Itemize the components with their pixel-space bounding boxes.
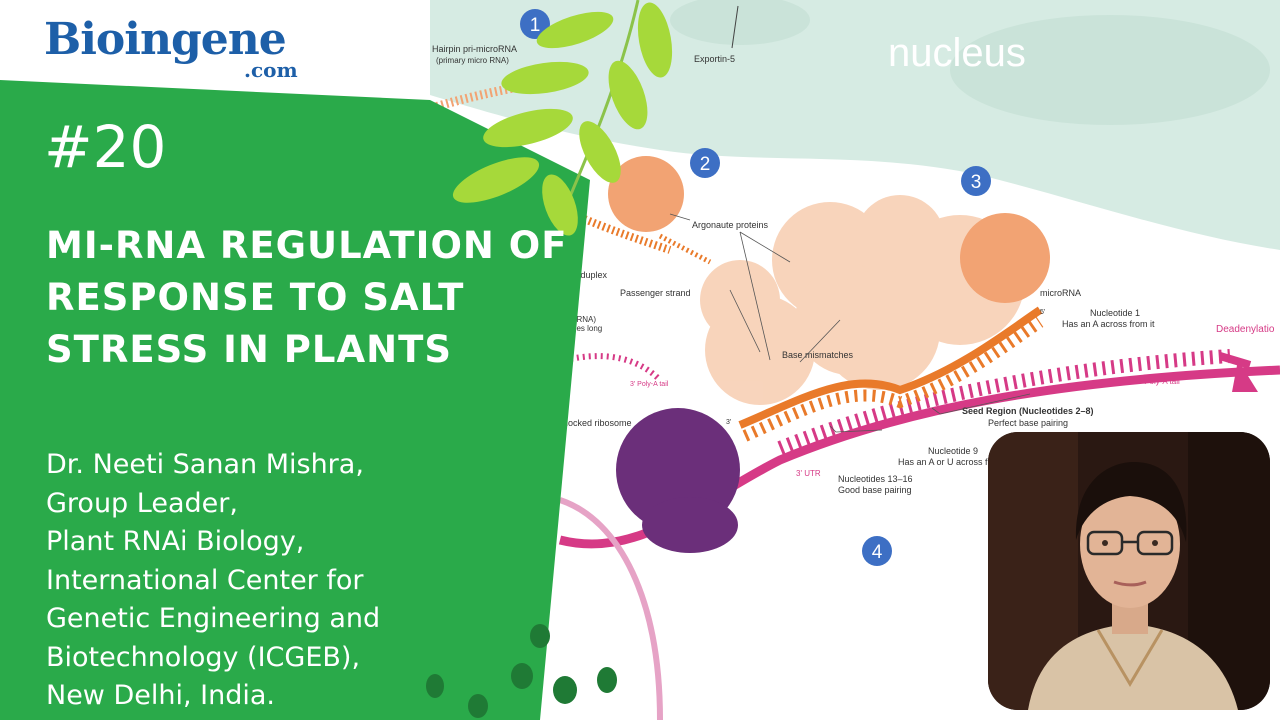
label-passenger: Passenger strand — [620, 288, 691, 298]
label-mirna-frag: tides long — [568, 324, 602, 333]
label-exportin: Exportin-5 — [694, 54, 735, 64]
label-nt9-sub: Has an A or U across fr — [898, 457, 991, 467]
presenter-line: Group Leader, — [46, 487, 238, 519]
label-hairpin-sub: (primary micro RNA) — [436, 56, 509, 65]
label-mirna-frag: miRNA) — [568, 315, 596, 324]
argonaute-cluster — [700, 195, 1025, 405]
nucleus-blob — [670, 0, 810, 45]
label-seed-sub: Perfect base pairing — [988, 418, 1068, 428]
video-title: MI-RNA REGULATION OF RESPONSE TO SALT ST… — [46, 224, 568, 371]
presenter-photo — [988, 432, 1270, 710]
mrna-strand — [558, 365, 1280, 549]
step-marker-2: 2 — [690, 148, 720, 178]
presenter-line: Plant RNAi Biology, — [46, 526, 305, 557]
step-marker-4: 4 — [862, 536, 892, 566]
presenter-line: Biotechnology (ICGEB), — [46, 641, 361, 673]
label-seed: Seed Region (Nucleotides 2–8) — [962, 406, 1094, 416]
label-deadenylation: Deadenylatio — [1216, 324, 1275, 335]
label-nt1-sub: Has an A across from it — [1062, 319, 1155, 329]
label-five-prime: 5' — [1040, 309, 1045, 316]
logo-domain: .com — [244, 58, 298, 82]
nucleus-blob — [950, 15, 1270, 125]
label-nt1: Nucleotide 1 — [1090, 308, 1140, 318]
presenter-line: International Center for — [46, 564, 364, 596]
nucleus-label: nucleus — [888, 31, 1026, 75]
ribosome-ring — [559, 497, 663, 720]
leader-lines — [669, 213, 1031, 433]
presenter-line: Genetic Engineering and — [46, 603, 381, 634]
logo-word: Bioingene — [44, 14, 287, 65]
label-polya2: 3' Poly-A tail — [630, 381, 669, 388]
leaf-sprig-icon — [452, 0, 673, 236]
ribosome-ring — [564, 353, 663, 383]
microrna-strand — [738, 306, 1043, 429]
passenger-strand — [658, 233, 712, 265]
presenter-line: New Delhi, India. — [46, 680, 275, 711]
svg-text:4: 4 — [872, 542, 883, 563]
bioingene-logo[interactable]: Bioingene .com — [44, 14, 324, 82]
exportin-line — [731, 5, 739, 49]
svg-text:1: 1 — [530, 15, 541, 36]
step-marker-3: 3 — [961, 166, 991, 196]
decorative-dots — [426, 624, 617, 718]
label-microrna: microRNA — [1040, 288, 1081, 298]
mrna-teeth — [777, 349, 1231, 455]
label-duplex: NA duplex — [566, 270, 608, 280]
argonaute-solid — [608, 156, 684, 232]
label-nt9: Nucleotide 9 — [928, 446, 978, 456]
argonaute-solid — [960, 213, 1050, 303]
presenter-info: Dr. Neeti Sanan Mishra, Group Leader, Pl… — [46, 446, 566, 716]
presenter-line: Dr. Neeti Sanan Mishra, — [46, 449, 364, 480]
label-utr: 3' UTR — [796, 469, 821, 478]
polya-tail — [1218, 352, 1252, 369]
label-polya: 3' Poly-A tail — [1136, 377, 1180, 386]
label-hairpin: Hairpin pri-microRNA — [432, 44, 517, 54]
label-argonaute: Argonaute proteins — [692, 220, 769, 230]
svg-text:2: 2 — [700, 154, 711, 175]
hairpin-rna — [430, 75, 561, 113]
green-panel-shape — [0, 80, 590, 720]
svg-text:3: 3 — [971, 172, 982, 193]
label-nt13-sub: Good base pairing — [838, 485, 912, 495]
label-three-prime: 3' — [726, 419, 731, 426]
label-nt13: Nucleotides 13–16 — [838, 474, 913, 484]
microrna-teeth — [742, 317, 1044, 442]
polya-arrow — [1232, 360, 1258, 392]
label-blocked: locked ribosome — [566, 418, 632, 428]
label-base-mismatches: Base mismatches — [782, 350, 854, 360]
episode-number: #20 — [44, 113, 167, 181]
blocked-ribosome-lower — [642, 497, 738, 553]
